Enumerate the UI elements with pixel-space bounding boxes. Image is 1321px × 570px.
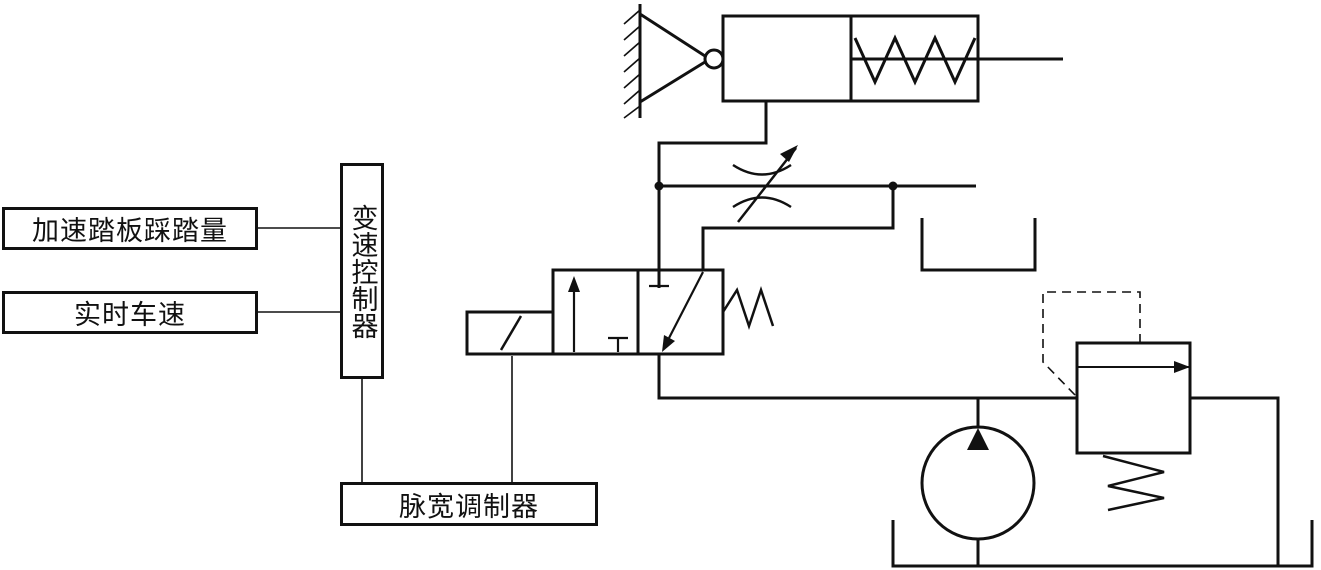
valve-spring-icon (721, 286, 775, 330)
pedal-input-box: 加速踏板踩踏量 (2, 207, 258, 250)
tank-lower-icon (891, 520, 1314, 568)
tank-upper-icon (920, 218, 1037, 272)
pedal-input-label: 加速踏板踩踏量 (32, 216, 228, 247)
transmission-controller-box: 变速控制器 (340, 163, 384, 379)
solenoid-valve (465, 268, 775, 356)
signal-wires (257, 227, 513, 483)
relief-valve (1042, 291, 1192, 512)
transmission-controller-label: 变速控制器 (346, 203, 378, 339)
cylinder-spring-icon (853, 34, 977, 86)
hydraulic-cylinder (721, 14, 1063, 103)
vehicle-speed-box: 实时车速 (2, 291, 258, 334)
vehicle-speed-label: 实时车速 (74, 300, 186, 331)
pressure-lines (654, 101, 976, 288)
pump-icon (920, 425, 1036, 566)
pwm-modulator-box: 脉宽调制器 (340, 482, 598, 526)
supply-lines (657, 354, 1280, 566)
adjustable-throttle-icon (732, 145, 798, 223)
ground-anchor (623, 4, 725, 119)
relief-spring-icon (1102, 454, 1165, 512)
pwm-modulator-label: 脉宽调制器 (399, 491, 539, 523)
